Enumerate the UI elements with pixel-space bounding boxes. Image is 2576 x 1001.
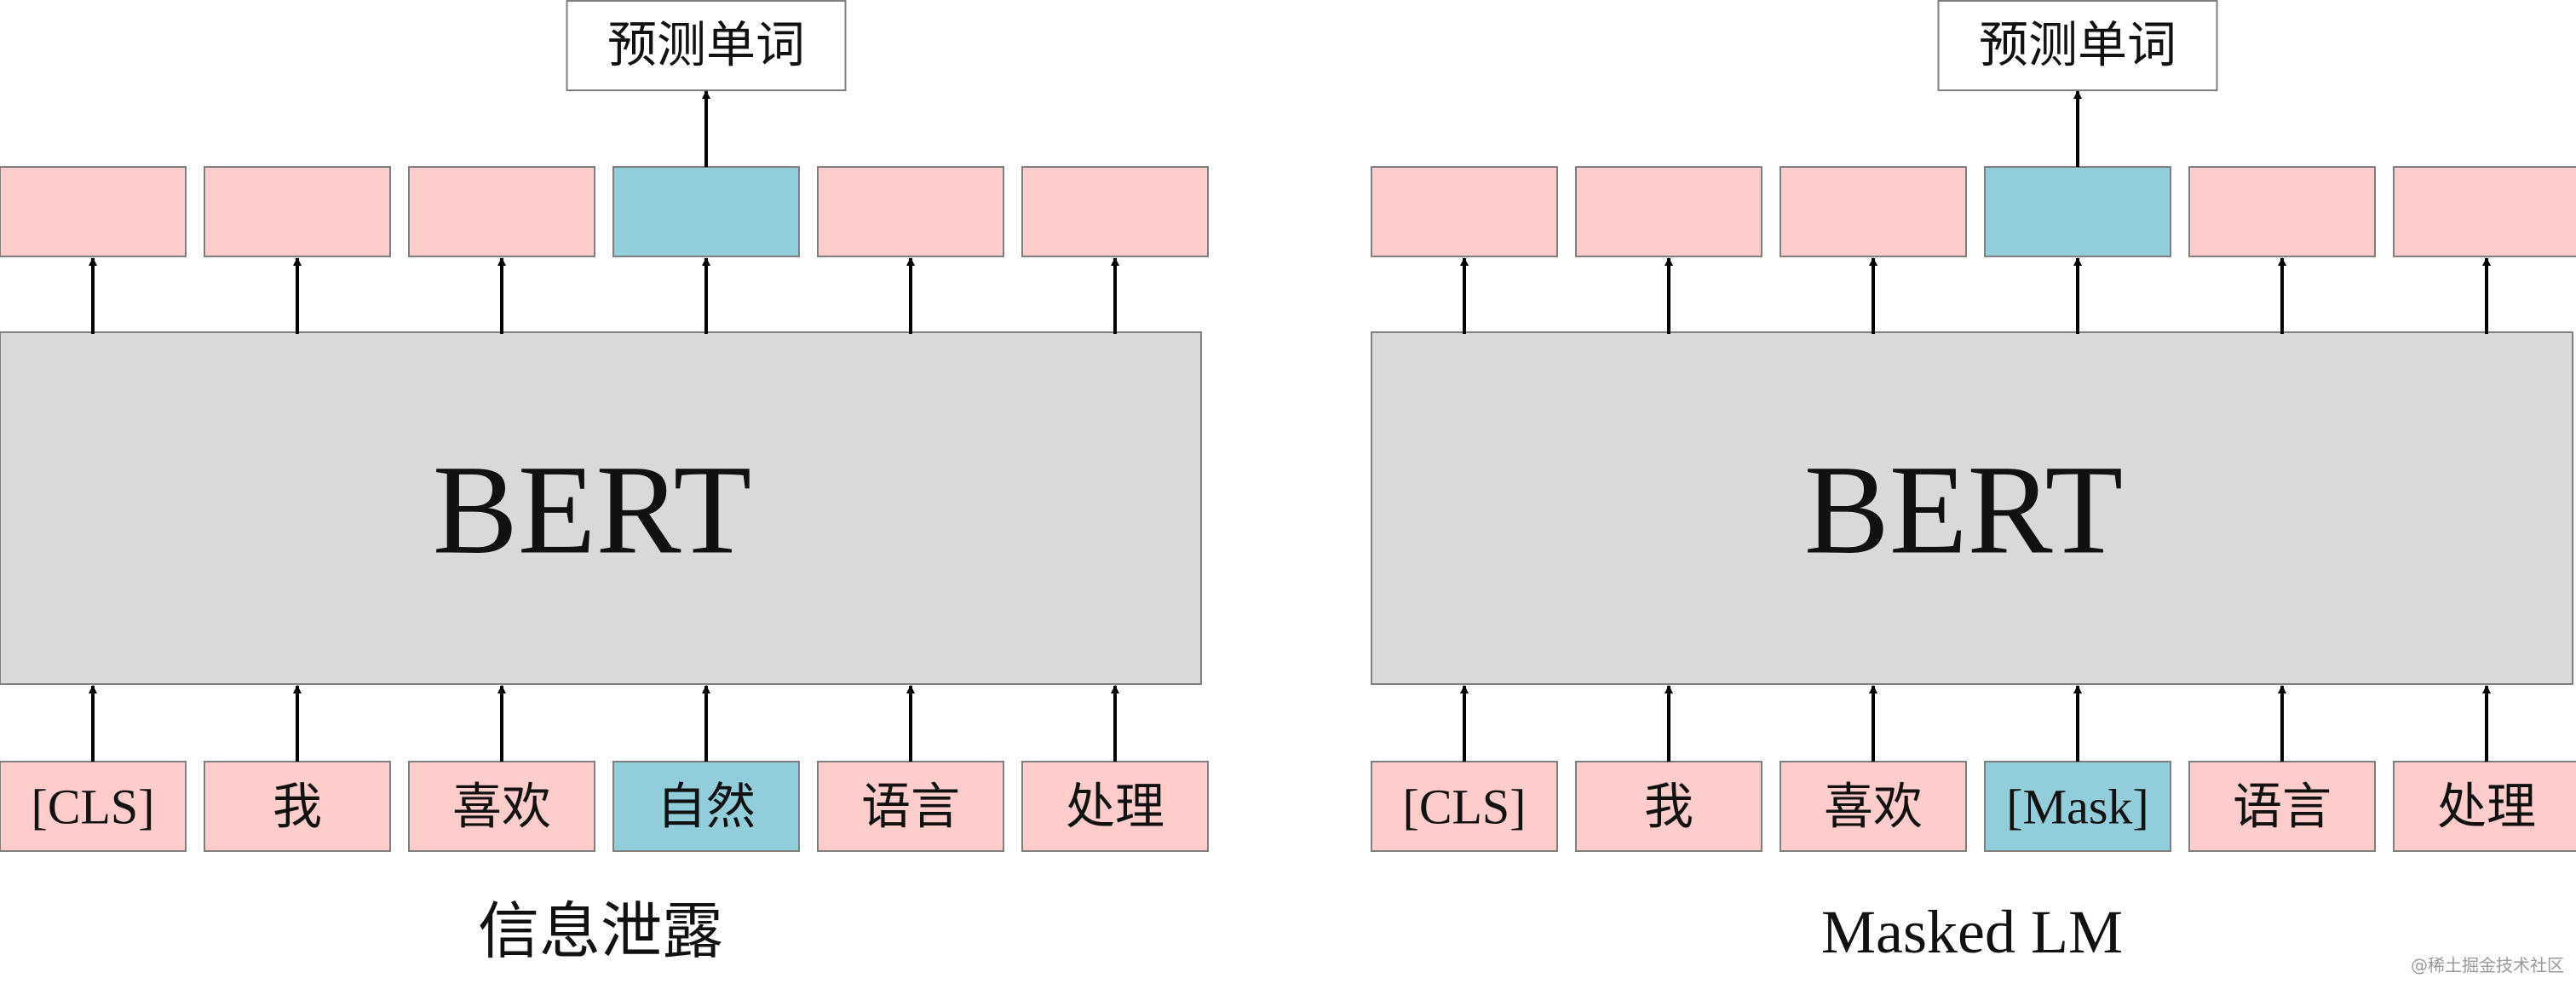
input-token-label: [CLS] xyxy=(32,780,155,835)
output-box xyxy=(2188,166,2376,257)
input-token-label: 我 xyxy=(273,780,322,835)
output-box xyxy=(1371,166,1558,257)
output-box xyxy=(408,166,595,257)
bert-block xyxy=(1371,331,2573,685)
input-token-box xyxy=(0,761,187,852)
output-box-highlight xyxy=(1984,166,2171,257)
input-token-box xyxy=(1575,761,1762,852)
panel-right: BERT [CLS] 我 喜欢 [Mask] 语言 处理 预测单词 Masked LM xyxy=(1371,0,2576,966)
input-token-label: 处理 xyxy=(1066,780,1164,835)
bert-label: BERT xyxy=(433,440,751,581)
panel-caption: 信息泄露 xyxy=(478,898,723,966)
bert-label: BERT xyxy=(1804,440,2123,581)
input-token-box xyxy=(2393,761,2576,852)
bert-block xyxy=(0,331,1202,685)
input-token-label: 自然 xyxy=(657,780,756,835)
input-token-box xyxy=(1371,761,1558,852)
output-box xyxy=(0,166,187,257)
output-box xyxy=(1780,166,1967,257)
input-token-box xyxy=(1780,761,1967,852)
input-token-box xyxy=(1021,761,1209,852)
input-token-label: 喜欢 xyxy=(452,780,551,835)
input-token-box xyxy=(817,761,1004,852)
panel-caption: Masked LM xyxy=(1821,898,2123,966)
prediction-label: 预测单词 xyxy=(607,18,805,73)
input-token-label: 喜欢 xyxy=(1824,780,1923,835)
prediction-box xyxy=(1937,0,2218,91)
input-token-label: [CLS] xyxy=(1403,780,1527,835)
prediction-label: 预测单词 xyxy=(1979,18,2176,73)
output-box xyxy=(2393,166,2576,257)
output-box-highlight xyxy=(612,166,800,257)
input-token-box-highlight xyxy=(612,761,800,852)
input-token-label: 处理 xyxy=(2437,780,2536,835)
input-token-box xyxy=(2188,761,2376,852)
input-token-box-highlight xyxy=(1984,761,2171,852)
output-box xyxy=(1021,166,1209,257)
output-box xyxy=(204,166,391,257)
output-box xyxy=(817,166,1004,257)
input-token-label: 语言 xyxy=(2233,780,2332,835)
input-token-label: 我 xyxy=(1644,780,1693,835)
input-token-label: [Mask] xyxy=(2006,780,2149,835)
watermark-text: @稀土掘金技术社区 xyxy=(2411,955,2564,975)
output-box xyxy=(1575,166,1762,257)
input-token-label: 语言 xyxy=(861,780,960,835)
